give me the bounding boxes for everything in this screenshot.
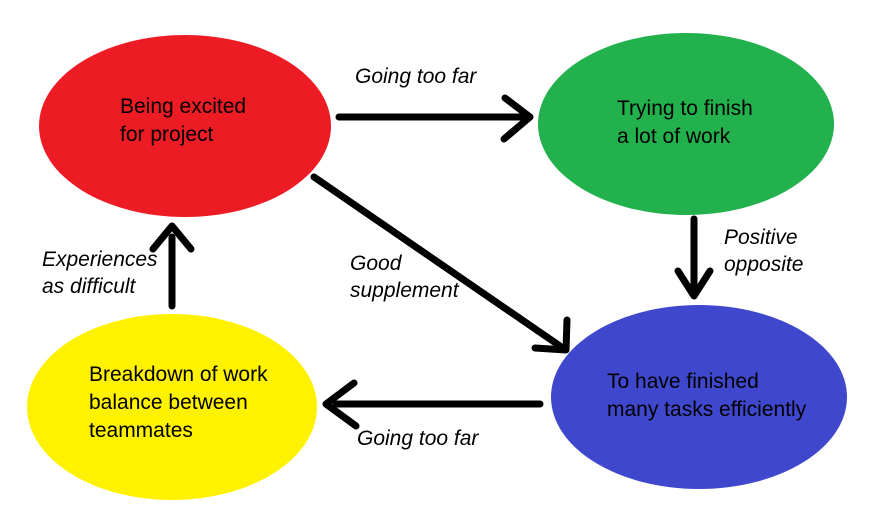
node-label-being-excited: Being excited for project bbox=[120, 93, 246, 149]
edge-label-line: opposite bbox=[724, 253, 804, 276]
arrow-being-excited-to-trying bbox=[335, 94, 534, 143]
arrowhead-icon bbox=[531, 316, 571, 354]
arrow-trying-to-finished bbox=[674, 215, 714, 300]
node-label-line: for project bbox=[120, 123, 214, 146]
node-label-finished-tasks: To have finished many tasks efficiently bbox=[607, 368, 806, 424]
edge-label-line: Experiences bbox=[42, 248, 158, 271]
arrowhead-icon bbox=[500, 94, 534, 143]
edge-label-line: as difficult bbox=[42, 275, 136, 298]
arrowhead-icon bbox=[674, 267, 714, 300]
node-ellipse-being-excited bbox=[39, 35, 331, 217]
node-label-line: Being excited bbox=[120, 95, 247, 118]
arrowhead-icon bbox=[149, 222, 195, 253]
node-label-line: a lot of work bbox=[617, 125, 731, 148]
node-label-line: balance between bbox=[89, 391, 248, 414]
node-ellipse-finished-tasks bbox=[551, 305, 847, 489]
edge-label-line: Going too far bbox=[355, 65, 477, 88]
node-label-line: Trying to finish bbox=[617, 97, 753, 120]
arrow-breakdown-to-being-excited bbox=[149, 222, 195, 310]
arrow-finished-to-breakdown bbox=[322, 379, 544, 430]
node-ellipse-trying-to-finish bbox=[538, 33, 834, 215]
arrowhead-icon bbox=[322, 379, 360, 430]
arrow-shaft bbox=[310, 173, 564, 350]
node-label-trying-to-finish: Trying to finish a lot of work bbox=[617, 95, 753, 151]
edge-label-line: supplement bbox=[350, 279, 459, 302]
edge-label-line: Positive bbox=[724, 226, 798, 249]
edge-label-positive-opposite: Positive opposite bbox=[724, 224, 803, 278]
node-label-line: many tasks efficiently bbox=[607, 398, 807, 421]
edge-label-line: Going too far bbox=[357, 427, 479, 450]
arrow-being-excited-to-finished bbox=[310, 173, 571, 354]
node-ellipse-breakdown bbox=[27, 314, 317, 500]
edge-label-going-too-far-top: Going too far bbox=[355, 63, 476, 90]
edge-label-experiences-as-difficult: Experiences as difficult bbox=[42, 246, 158, 300]
edge-label-good-supplement: Good supplement bbox=[350, 250, 459, 304]
node-label-line: Breakdown of work bbox=[89, 363, 268, 386]
node-label-line: teammates bbox=[89, 419, 193, 442]
edge-label-going-too-far-bottom: Going too far bbox=[357, 425, 478, 452]
node-label-line: To have finished bbox=[607, 370, 759, 393]
edge-label-line: Good bbox=[350, 252, 402, 275]
node-label-breakdown: Breakdown of work balance between teamma… bbox=[89, 361, 268, 445]
